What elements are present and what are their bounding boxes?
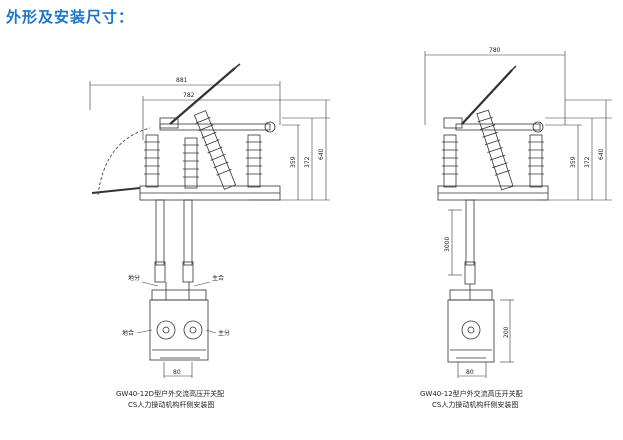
left-dim-pitch: 80 (173, 369, 181, 376)
left-rotating-insulator (193, 110, 237, 190)
left-label-leaders (136, 281, 217, 334)
right-caption-line1: GW40-12型户外交流高压开关配 (420, 389, 523, 398)
left-label-main-open: 主分 (218, 329, 230, 337)
right-dim-h2: 372 (584, 156, 591, 168)
right-caption-line2: CS人力操动机构杆侧安装图 (432, 400, 518, 409)
right-dim-pitch: 80 (466, 369, 474, 376)
right-dimension-lines (424, 51, 612, 363)
right-operating-rod (464, 199, 476, 300)
right-dim-h3: 640 (598, 148, 605, 160)
right-post-insulators (442, 134, 544, 188)
left-label-main-close: 主合 (212, 274, 224, 282)
right-contact-bar (455, 123, 541, 131)
left-earthing-blade (91, 187, 141, 194)
left-caption-line2: CS人力操动机构杆侧安装图 (128, 400, 214, 409)
left-operating-mechanism (149, 282, 209, 361)
left-pitch-dimension (163, 362, 193, 378)
left-dim-h1: 359 (290, 156, 297, 168)
left-label-ground-close: 地合 (122, 329, 134, 337)
left-dimension-lines (89, 81, 330, 201)
right-rotating-insulator (476, 109, 514, 191)
right-operating-mechanism (447, 289, 495, 363)
right-dim-h1: 359 (570, 156, 577, 168)
left-label-ground-open: 地分 (128, 274, 140, 282)
left-dim-span-width: 782 (183, 92, 195, 99)
left-dim-overall-width: 881 (176, 77, 188, 84)
right-drawing-gw40-12: 780 359 372 640 3000 200 (420, 47, 612, 409)
left-switch-blade (169, 63, 241, 125)
right-switch-blade (461, 65, 517, 125)
right-pitch-dimension (457, 362, 487, 378)
right-dim-height: 200 (503, 326, 510, 338)
left-operating-rods (154, 199, 194, 283)
left-dim-h3: 640 (318, 148, 325, 160)
left-caption-line1: GW40-12D型户外交流高压开关配 (116, 389, 224, 398)
left-ground-blade-arc (97, 127, 151, 196)
left-dim-h2: 372 (304, 156, 311, 168)
left-contact-bar (159, 123, 271, 131)
page-title: 外形及安装尺寸： (6, 8, 135, 26)
right-dim-shaft: 3000 (444, 237, 451, 252)
left-drawing-gw40-12d: 881 782 359 372 640 (89, 63, 330, 409)
left-post-insulators (144, 134, 262, 189)
right-dim-overall-width: 780 (489, 47, 501, 54)
